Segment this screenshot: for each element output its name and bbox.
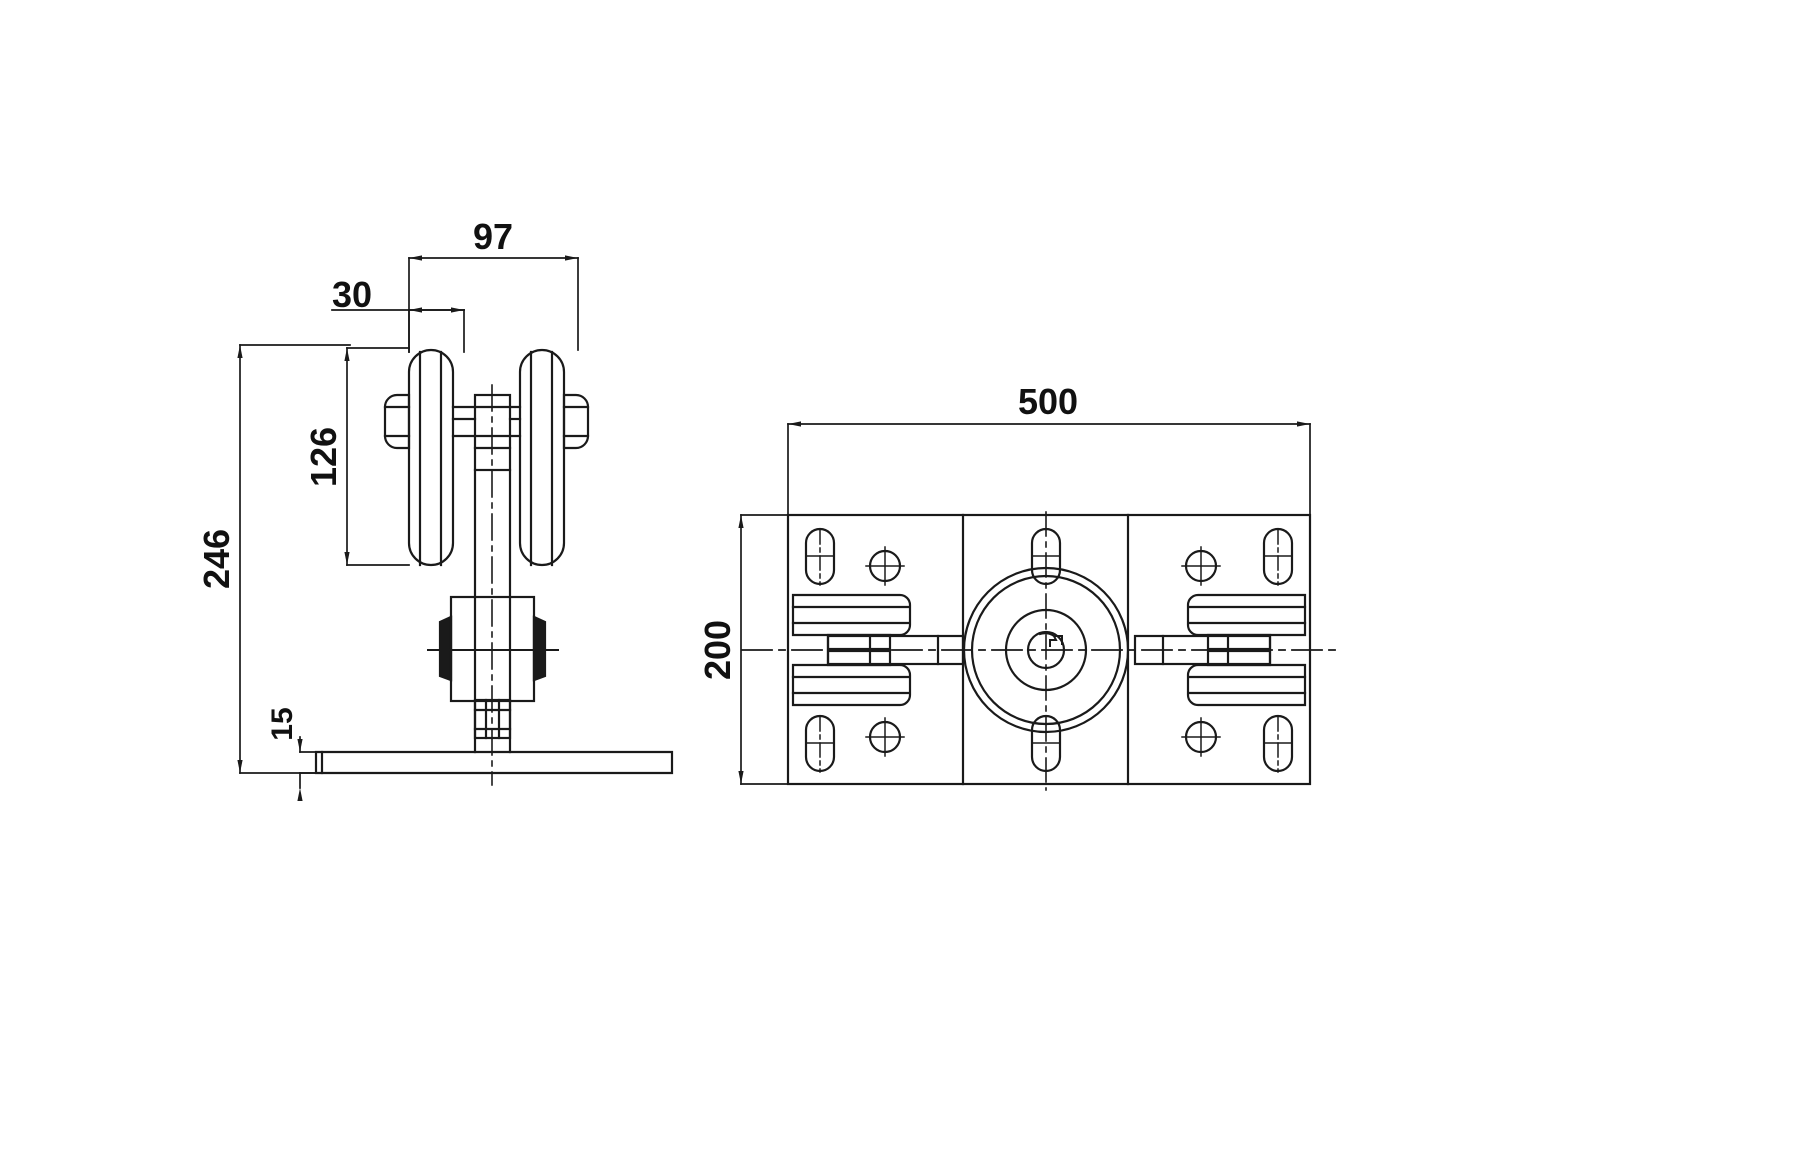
upper-roller-left (407, 348, 455, 567)
dimension-label-126: 126 (303, 427, 344, 487)
plan-slot-hub-bottom (1030, 714, 1062, 773)
lower-roller-left (438, 615, 453, 682)
dimension-200-geometry (738, 514, 793, 785)
plan-hole-right-bottom (1181, 717, 1221, 757)
plan-slot-right-top (1262, 527, 1294, 586)
plan-roller-left (791, 593, 965, 707)
plan-hole-right-top (1181, 546, 1221, 586)
axle-stub-right (562, 393, 590, 450)
plan-view (738, 421, 1343, 791)
plan-hole-left-bottom (865, 717, 905, 757)
base-plate (314, 750, 674, 775)
plan-central-hub (962, 566, 1130, 734)
dimension-label-500: 500 (1018, 381, 1078, 422)
dimension-126-geometry (344, 347, 410, 566)
dimension-30-geometry (331, 307, 465, 353)
dimension-label-15: 15 (266, 707, 299, 740)
plan-slot-left-top (804, 527, 836, 586)
plan-roller-right (1133, 593, 1307, 707)
side-elevation-view (237, 255, 674, 801)
dimension-label-97: 97 (473, 216, 513, 257)
plan-hole-left-top (865, 546, 905, 586)
axle-stub-left (383, 393, 411, 450)
lower-roller-right (532, 615, 547, 682)
dimension-500-geometry (787, 421, 1311, 519)
dimension-label-30: 30 (332, 274, 372, 315)
central-cross-link (451, 405, 522, 438)
upper-roller-right (518, 348, 566, 567)
dimension-label-200: 200 (697, 620, 738, 680)
plan-slot-left-bottom (804, 714, 836, 773)
plan-slot-hub-top (1030, 527, 1062, 586)
dimension-label-246: 246 (196, 529, 237, 589)
plan-slot-right-bottom (1262, 714, 1294, 773)
